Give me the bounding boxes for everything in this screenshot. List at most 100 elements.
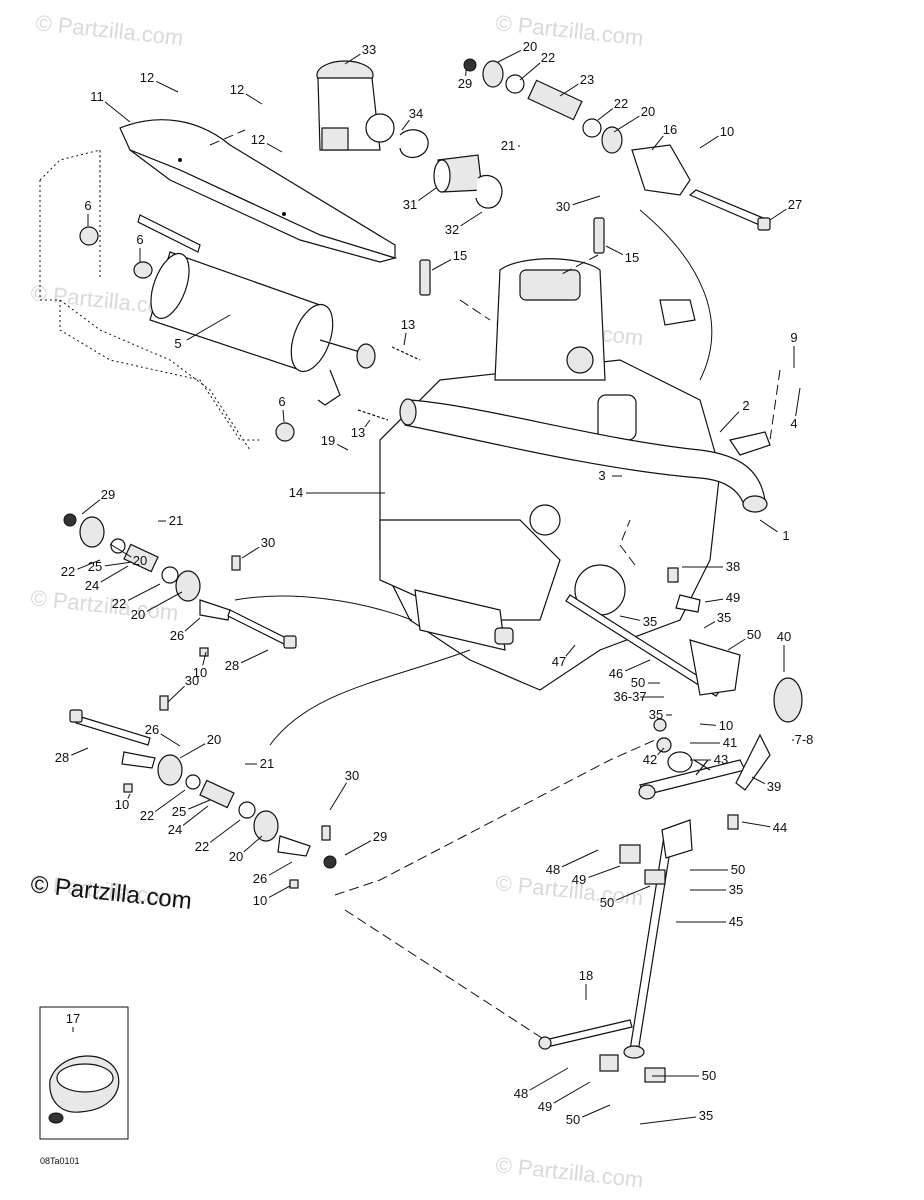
callout-number: 20 <box>207 732 221 747</box>
callout-number: 2 <box>742 398 749 413</box>
leader-line <box>364 419 371 428</box>
callout-number: 50 <box>702 1068 716 1083</box>
callout-19: 19 <box>321 433 349 451</box>
leader-line <box>605 245 624 256</box>
leader-line <box>553 1081 591 1104</box>
callout-35: 35 <box>619 614 657 629</box>
callout-30: 30 <box>329 768 359 811</box>
leader-line <box>769 208 787 221</box>
callout-number: 39 <box>767 779 781 794</box>
callout-10: 10 <box>193 651 207 680</box>
callout-20: 20 <box>109 543 147 568</box>
callout-36-37: 36-37 <box>613 689 664 704</box>
callout-number: 26 <box>253 871 267 886</box>
leader-line <box>209 819 241 843</box>
callout-number: 50 <box>600 895 614 910</box>
callout-number: 41 <box>723 735 737 750</box>
callout-number: 29 <box>458 76 472 91</box>
watermark-text: © Partzilla.com <box>494 870 644 910</box>
callout-13: 13 <box>401 317 415 346</box>
callout-33: 33 <box>344 42 376 65</box>
callout-6: 6 <box>84 198 92 226</box>
leader-line <box>561 849 599 868</box>
callout-21: 21 <box>158 513 183 528</box>
callout-number: 35 <box>699 1108 713 1123</box>
callout-number: 34 <box>409 106 423 121</box>
leader-line <box>104 561 133 567</box>
callout-number: 25 <box>172 804 186 819</box>
watermark-text: © Partzilla.com <box>34 10 184 50</box>
leader-line <box>418 187 437 202</box>
callout-number: 29 <box>101 487 115 502</box>
callout-number: 15 <box>625 250 639 265</box>
callout-number: 10 <box>193 665 207 680</box>
leader-line <box>154 789 186 812</box>
leader-line <box>572 195 601 206</box>
callout-number: 7-8 <box>795 732 814 747</box>
callout-number: 30 <box>345 768 359 783</box>
callout-number: 49 <box>572 872 586 887</box>
callout-number: 16 <box>663 122 677 137</box>
callout-number: 22 <box>112 596 126 611</box>
callout-number: 35 <box>643 614 657 629</box>
callout-20: 20 <box>497 39 537 63</box>
intake-boot <box>399 129 503 209</box>
leader-line <box>727 638 746 651</box>
leader-line <box>403 332 407 346</box>
callout-number: 21 <box>501 138 515 153</box>
callout-number: 21 <box>169 513 183 528</box>
callout-9: 9 <box>790 330 798 368</box>
leader-line <box>613 115 640 133</box>
callout-number: 13 <box>351 425 365 440</box>
callout-10: 10 <box>253 885 291 908</box>
callout-number: 35 <box>729 882 743 897</box>
leader-line <box>519 62 541 81</box>
callout-49: 49 <box>572 865 621 887</box>
callout-number: 30 <box>556 199 570 214</box>
callout-27: 27 <box>769 197 802 221</box>
callout-number: 30 <box>261 535 275 550</box>
leader-line <box>559 83 579 97</box>
callout-number: 50 <box>747 627 761 642</box>
leader-line <box>625 659 651 672</box>
leader-line <box>597 108 614 121</box>
leader-line <box>639 1116 697 1125</box>
leader-line <box>127 793 131 799</box>
callout-15: 15 <box>431 248 467 271</box>
callout-number: 24 <box>85 578 99 593</box>
callout-4: 4 <box>790 387 801 431</box>
callout-number: 10 <box>115 797 129 812</box>
leader-line <box>565 644 576 657</box>
callout-13: 13 <box>351 419 371 440</box>
callout-48: 48 <box>546 849 599 877</box>
callout-24: 24 <box>85 565 129 593</box>
callout-6: 6 <box>278 394 286 423</box>
exhaust-manifold <box>399 398 771 513</box>
callout-number: 22 <box>140 808 154 823</box>
callout-15: 15 <box>605 245 639 265</box>
leader-line <box>179 743 206 759</box>
callout-48: 48 <box>514 1067 569 1101</box>
leader-line <box>186 314 231 341</box>
leader-line <box>657 747 665 756</box>
left-lower-shaft-group <box>69 695 337 889</box>
callout-number: 22 <box>614 96 628 111</box>
leader-line <box>704 598 724 603</box>
callout-number: 12 <box>230 82 244 97</box>
callout-11: 11 <box>90 89 131 123</box>
callout-28: 28 <box>225 649 269 673</box>
callout-40: 40 <box>777 629 791 672</box>
callout-number: 20 <box>229 849 243 864</box>
callout-35: 35 <box>649 707 672 722</box>
callout-49: 49 <box>704 590 740 605</box>
callout-number: 4 <box>790 416 797 431</box>
callout-6: 6 <box>136 232 144 262</box>
leader-line <box>401 119 410 131</box>
leader-line <box>699 135 719 149</box>
callout-44: 44 <box>741 820 787 835</box>
callout-number: 26 <box>170 628 184 643</box>
callout-number: 27 <box>788 197 802 212</box>
carburetor <box>316 60 395 151</box>
leader-line <box>431 259 452 271</box>
